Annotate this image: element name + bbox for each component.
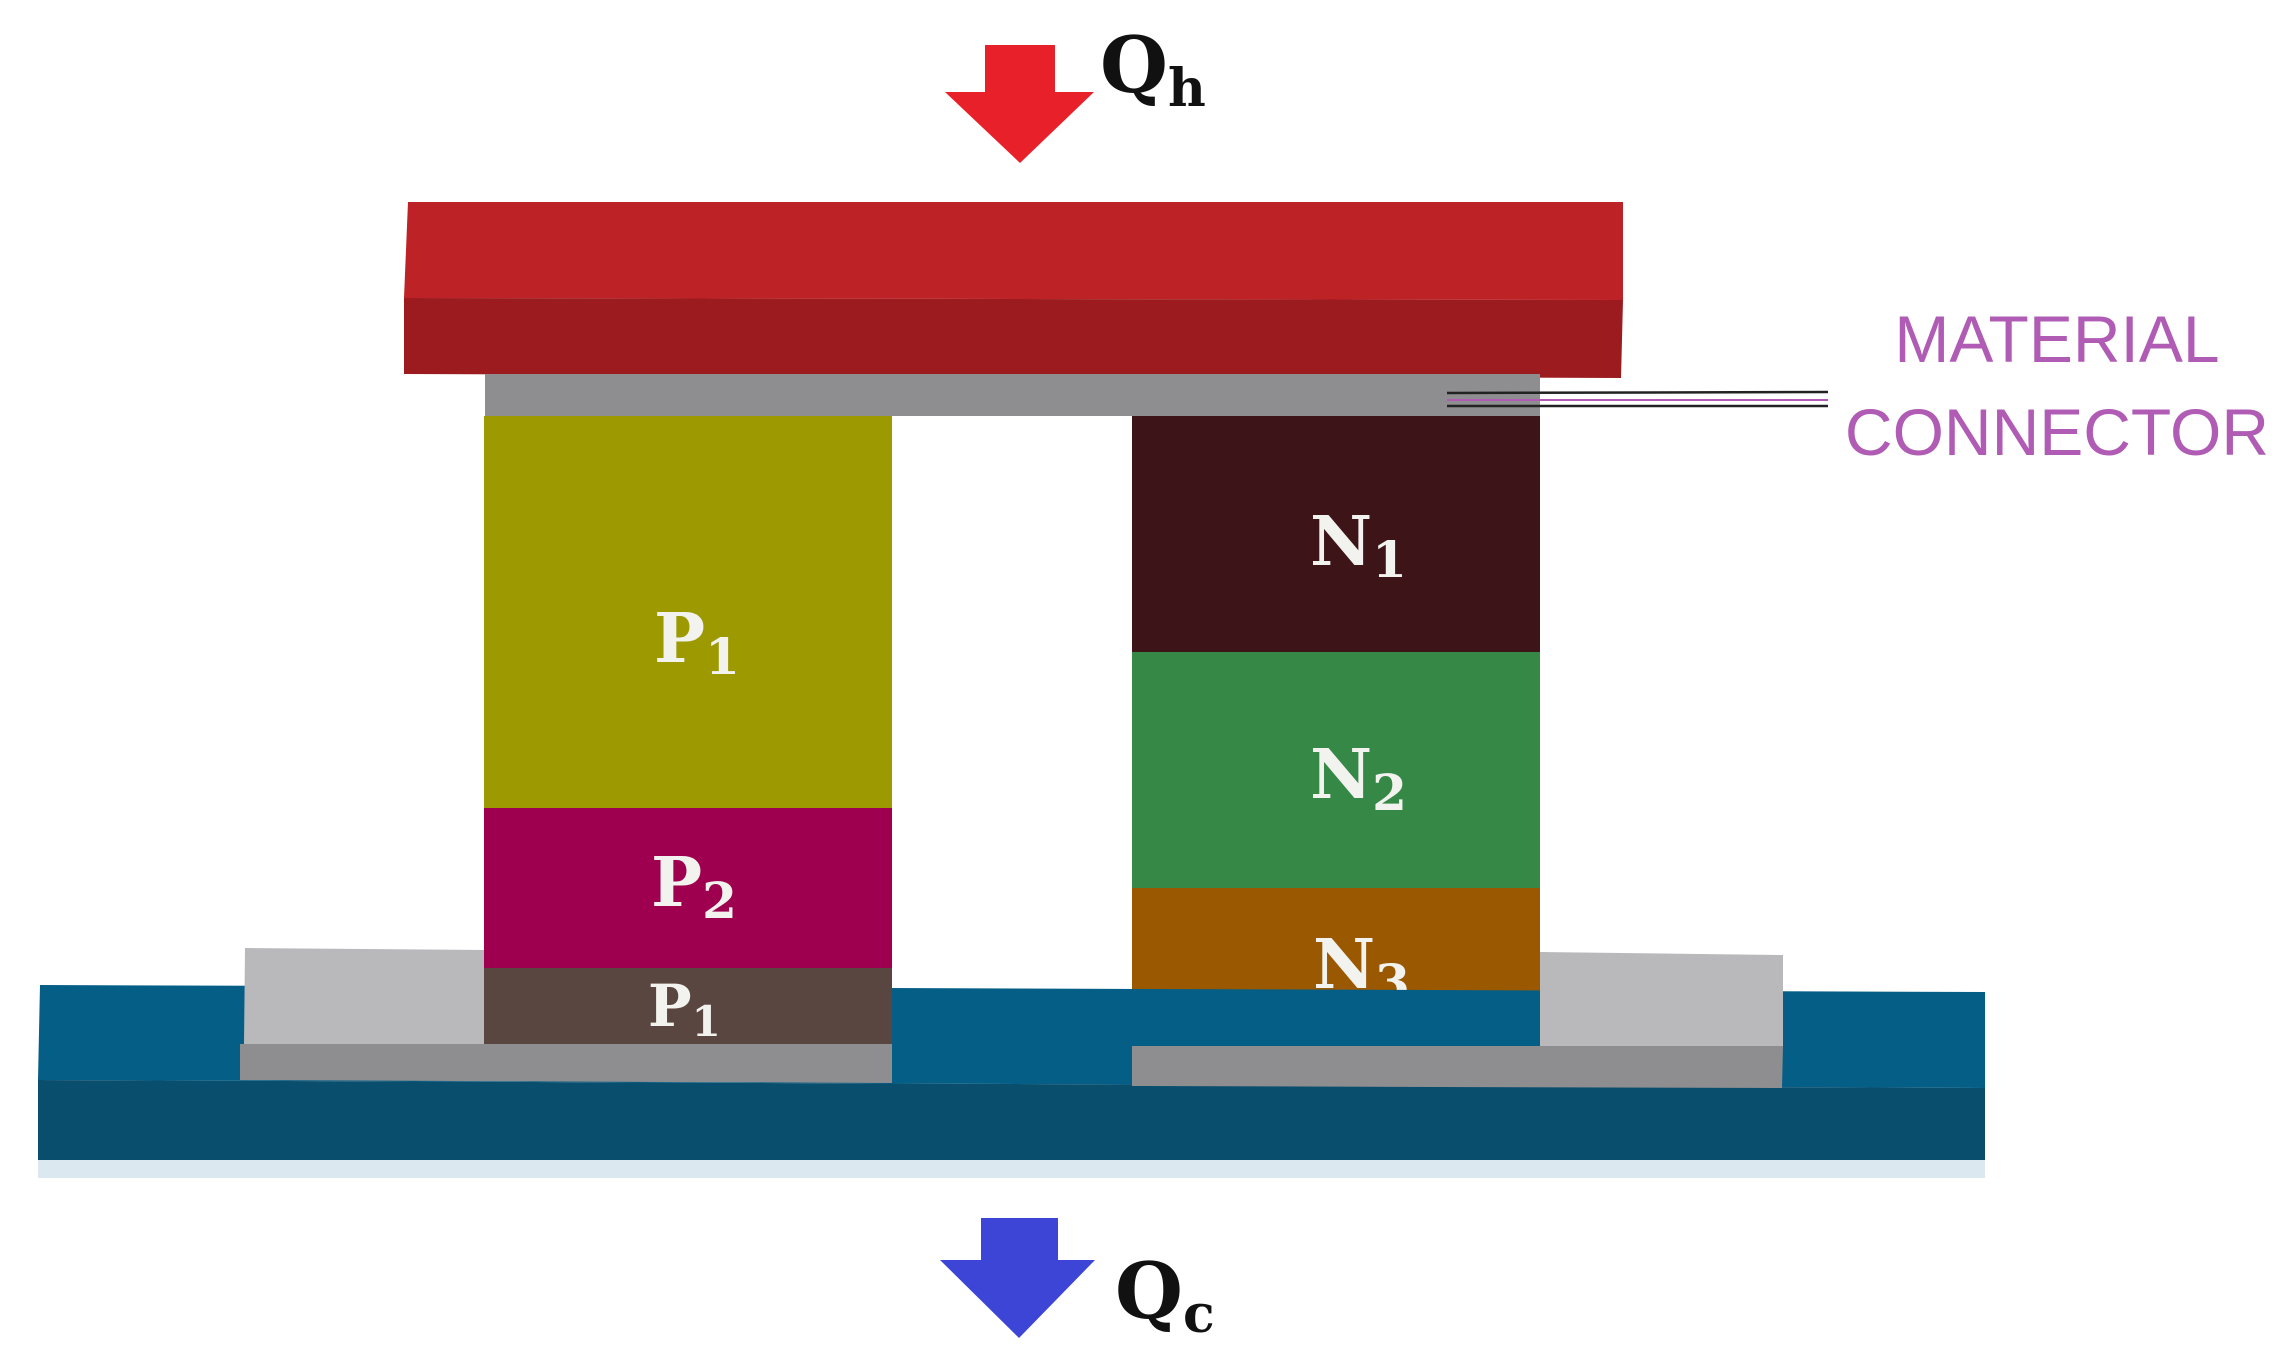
bottom-right-connector-front xyxy=(1132,1046,1783,1088)
p-leg-label-p1-bottom-redraw: P1 xyxy=(648,972,721,1046)
n-leg-segment-n1 xyxy=(1132,416,1540,652)
bottom-left-connector-top xyxy=(244,948,484,1044)
bottom-left-connector-front xyxy=(240,1044,892,1083)
heat-in-subscript: h xyxy=(1168,58,1206,119)
heat-out-label: Qc xyxy=(1115,1246,1215,1345)
heat-out-symbol: Q xyxy=(1115,1246,1183,1337)
p-type-leg: P1 P2 P1 xyxy=(484,416,892,1046)
p-leg-sub: 1 xyxy=(705,627,740,686)
n-leg-label-n1: N1 xyxy=(1310,502,1407,589)
p-leg-sub: 1 xyxy=(692,997,721,1046)
n-leg-segment-n2 xyxy=(1132,652,1540,888)
heat-out-arrow-icon xyxy=(940,1218,1095,1338)
top-material-connector xyxy=(485,374,1540,416)
p-leg-letter: P xyxy=(648,972,692,1040)
cold-plate-shadow xyxy=(38,1160,1985,1178)
connector-label: CONNECTOR xyxy=(1845,395,2269,469)
hot-plate-front-face xyxy=(404,298,1623,378)
p-leg-letter: P xyxy=(651,843,702,923)
heat-in-label: Qh xyxy=(1100,20,1206,119)
n-type-leg: N1 N2 N3 xyxy=(1132,416,1540,1046)
material-label: MATERIAL xyxy=(1894,302,2219,376)
p-leg-letter: P xyxy=(654,599,705,679)
n-leg-letter: N xyxy=(1310,502,1372,582)
heat-out-subscript: c xyxy=(1183,1284,1215,1345)
heat-in-arrow-icon xyxy=(945,45,1094,163)
p-leg-sub: 2 xyxy=(702,871,737,930)
p-leg-segment-p1-top xyxy=(484,416,892,808)
hot-plate-top-face xyxy=(404,202,1623,300)
n-leg-letter: N xyxy=(1310,735,1372,815)
p-leg-label-p2: P2 xyxy=(651,843,737,930)
p-leg-segment-p2 xyxy=(484,808,892,968)
cold-plate-front-face xyxy=(38,1080,1985,1165)
p-leg-label-p1-top: P1 xyxy=(654,599,740,686)
heat-in-symbol: Q xyxy=(1100,20,1168,111)
n-leg-sub: 2 xyxy=(1372,763,1407,822)
n-leg-sub: 1 xyxy=(1372,530,1407,589)
p-leg-base xyxy=(484,968,892,1044)
callout-line xyxy=(1446,390,1829,395)
n-leg-label-n2: N2 xyxy=(1310,735,1407,822)
bottom-right-connector-top xyxy=(1540,952,1783,1046)
